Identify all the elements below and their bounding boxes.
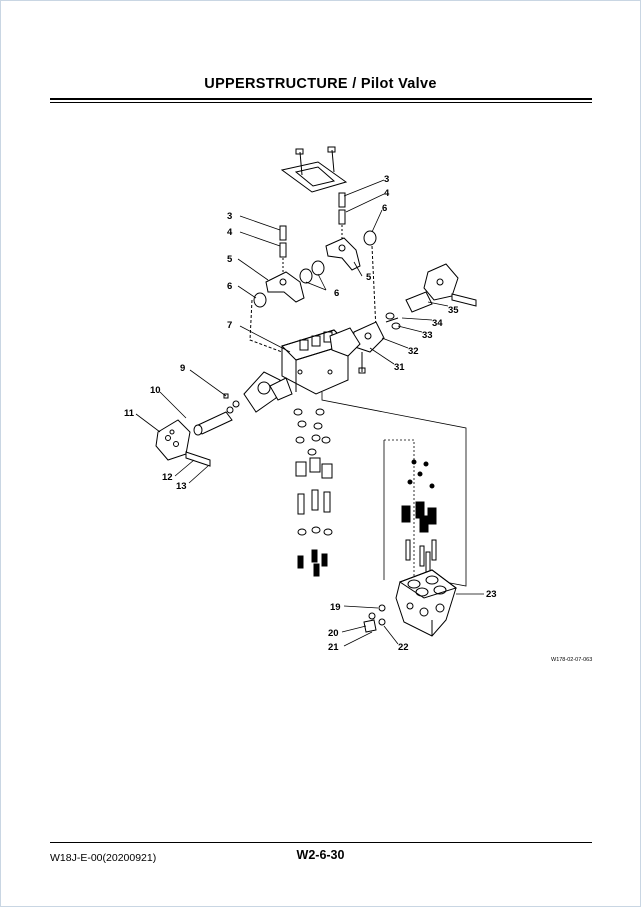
callout-32: 32 [408,346,419,357]
footer-rule [50,842,592,843]
callout-6-left: 6 [227,281,232,292]
callout-7: 7 [227,320,232,331]
callout-22: 22 [398,642,409,653]
cam-lever-right [325,230,377,271]
cam-lever-left [253,271,305,308]
callout-6-top: 6 [382,203,387,214]
cover-plate [280,146,348,193]
shaft-right [405,263,477,313]
callout-19: 19 [330,602,341,613]
document-code: W18J-E-00(20200921) [50,852,157,864]
title-rule-thick [50,98,592,100]
callout-9: 9 [180,363,185,374]
callout-34: 34 [432,318,443,329]
callout-13: 13 [176,481,187,492]
parts-column-right [401,459,437,573]
small-parts-bottom [363,604,386,633]
callout-23: 23 [486,589,497,600]
page-number: W2-6-30 [296,848,345,862]
callout-4-left: 4 [227,227,233,238]
page-title: UPPERSTRUCTURE / Pilot Valve [204,76,437,92]
callout-11: 11 [124,408,135,419]
callout-3-right: 3 [384,174,389,185]
callout-20: 20 [328,628,339,639]
cam-assembly-left [223,371,293,414]
figure-reference: W178-02-07-063 [551,657,592,663]
title-rule-thin [50,102,592,103]
leader-lines [135,179,484,647]
valve-body [395,569,458,637]
callout-12: 12 [162,472,173,483]
callout-6-middle: 6 [334,288,339,299]
callout-21: 21 [328,642,339,653]
callout-5-right: 5 [366,272,372,283]
callout-33: 33 [422,330,433,341]
callout-10: 10 [150,385,161,396]
bracket-left [155,419,211,467]
seal-parts-right [385,312,401,330]
bushings [299,260,325,284]
callout-4-right: 4 [384,188,390,199]
pins-left [279,225,287,278]
parts-column-left [293,408,333,577]
cam-plate-right [329,321,385,357]
callout-5-left: 5 [227,254,233,265]
callout-3-left: 3 [227,211,232,222]
shaft-left [193,411,233,436]
callout-31: 31 [394,362,405,373]
callout-35: 35 [448,305,459,316]
